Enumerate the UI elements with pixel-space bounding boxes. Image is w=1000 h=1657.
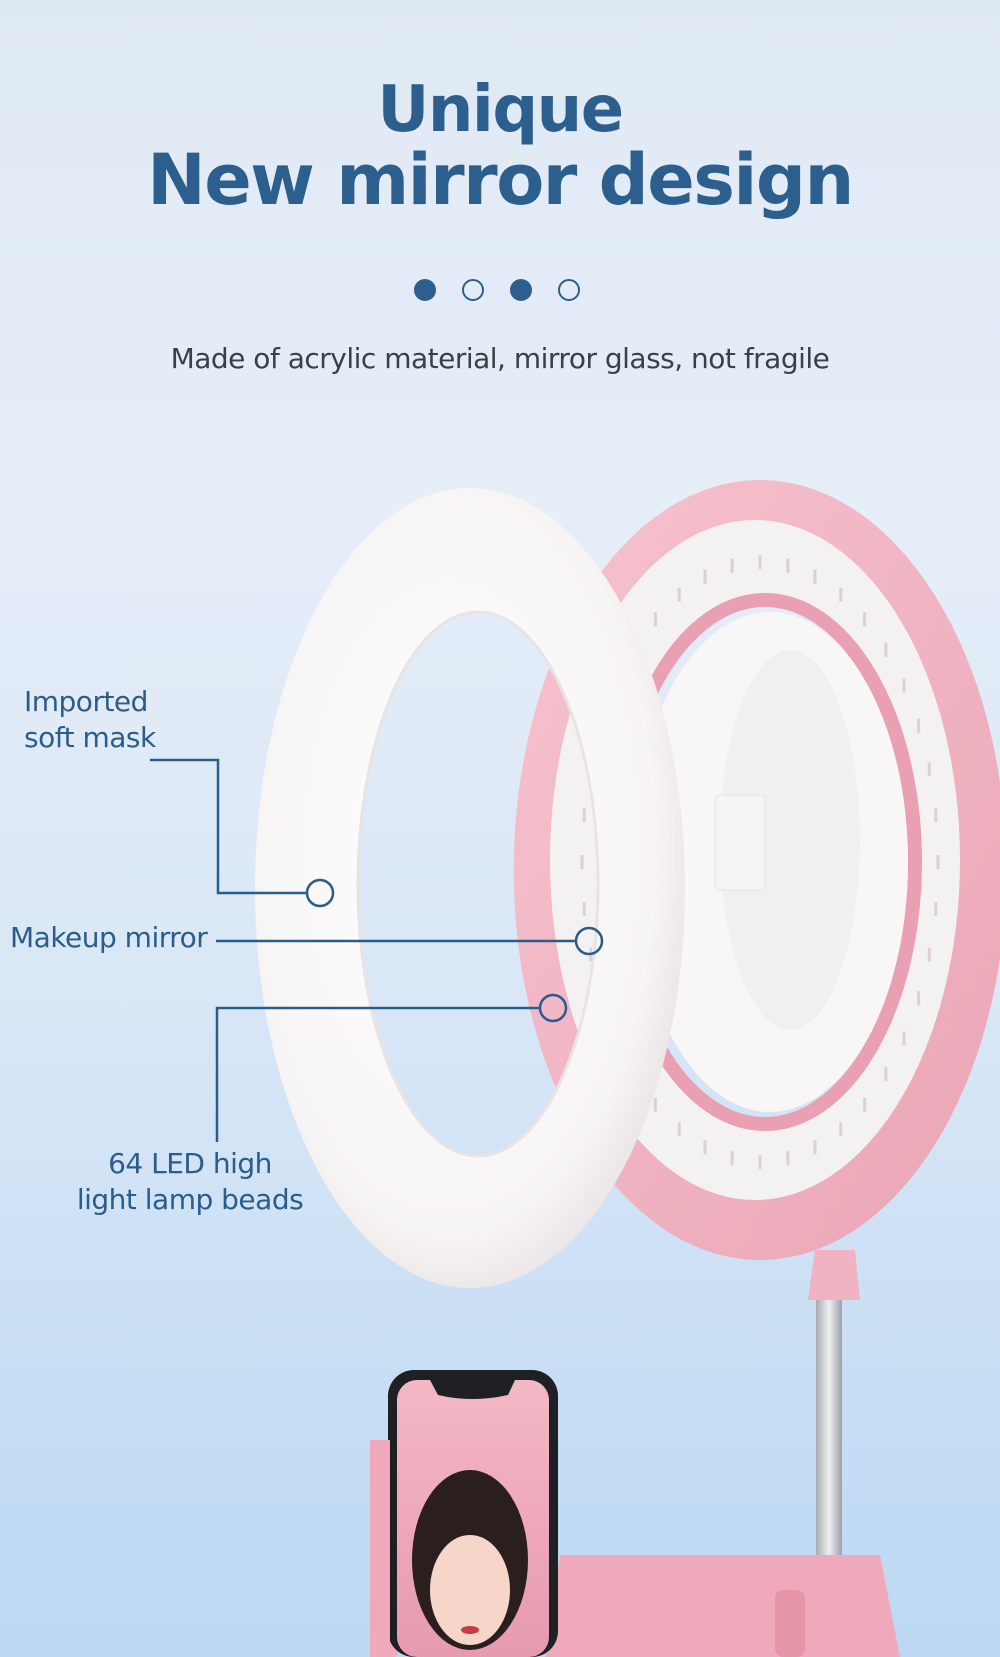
callout-soft-mask-line2: soft mask (24, 721, 156, 754)
stand-pole (816, 1300, 842, 1560)
carousel-dot-4[interactable] (558, 279, 580, 301)
carousel-dot-1[interactable] (414, 279, 436, 301)
carousel-dot-2[interactable] (462, 279, 484, 301)
callout-led-beads: 64 LED high light lamp beads (70, 1146, 310, 1218)
callout-led-line1: 64 LED high (108, 1147, 272, 1180)
title-line-1: Unique (377, 73, 624, 147)
carousel-dots (414, 279, 580, 301)
callout-soft-mask: Imported soft mask (24, 684, 156, 756)
soft-mask-leader (150, 758, 307, 895)
led-leader (215, 1006, 540, 1142)
title-line-2: New mirror design (147, 139, 854, 221)
phone-holder-illustration (370, 1370, 900, 1657)
callout-soft-mask-line1: Imported (24, 685, 148, 718)
callout-led-line2: light lamp beads (76, 1183, 304, 1216)
makeup-mirror-marker (574, 926, 604, 956)
callout-makeup-mirror: Makeup mirror (10, 921, 208, 954)
subtitle: Made of acrylic material, mirror glass, … (170, 342, 830, 375)
carousel-dot-3[interactable] (510, 279, 532, 301)
soft-mask-marker (305, 878, 335, 908)
soft-mask-ring (255, 488, 685, 1288)
callout-lines (150, 758, 604, 1142)
led-marker (538, 993, 568, 1023)
